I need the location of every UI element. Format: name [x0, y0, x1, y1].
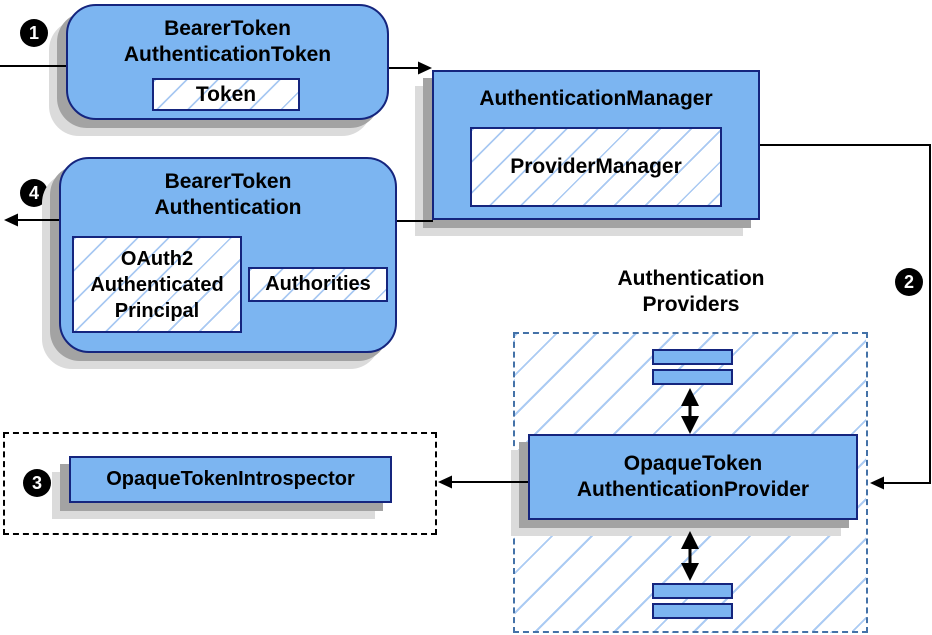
step-4-badge: 4: [20, 179, 48, 207]
authorities-inner-box: Authorities: [248, 267, 388, 302]
authentication-result-arrow: [4, 213, 59, 227]
authentication-manager-title: AuthenticationManager: [479, 87, 713, 110]
opaque-token-introspector-container: [3, 432, 437, 535]
provider-list-bar-top-2: [652, 369, 733, 385]
opaque-token-authentication-provider-title: OpaqueToken AuthenticationProvider: [530, 451, 856, 503]
oauth2-authenticated-principal-line2: Authenticated: [90, 274, 224, 296]
token-to-manager-arrow: [389, 61, 432, 75]
provider-manager-inner-box: ProviderManager: [470, 127, 722, 207]
opaque-token-introspector-node: OpaqueTokenIntrospector: [69, 456, 392, 503]
step-3-badge: 3: [23, 469, 51, 497]
bearer-token-authentication-title-line1: BearerToken: [164, 170, 292, 193]
bearer-token-authentication-token-title: BearerToken AuthenticationToken: [68, 16, 387, 68]
bearer-token-authentication-node: BearerToken Authentication OAuth2 Authen…: [59, 157, 397, 353]
step-2-badge: 2: [895, 268, 923, 296]
opaque-token-authentication-provider-title-line1: OpaqueToken: [623, 452, 763, 475]
oauth2-authenticated-principal-inner-box: OAuth2 Authenticated Principal: [72, 236, 242, 333]
authentication-providers-title-line2: Providers: [642, 293, 740, 316]
bearer-token-authentication-token-node: BearerToken AuthenticationToken Token: [66, 4, 389, 120]
oauth2-authenticated-principal-line1: OAuth2: [120, 248, 194, 270]
bearer-token-authentication-title: BearerToken Authentication: [61, 169, 395, 221]
token-inner-box: Token: [152, 78, 300, 111]
provider-list-bar-bottom-1: [652, 583, 733, 599]
bearer-token-authentication-token-title-line1: BearerToken: [164, 17, 291, 40]
bearer-token-authentication-token-title-line2: AuthenticationToken: [123, 43, 332, 66]
opaque-token-authentication-provider-title-line2: AuthenticationProvider: [576, 478, 810, 501]
provider-list-bar-top-1: [652, 349, 733, 365]
authentication-manager-node: AuthenticationManager ProviderManager: [432, 70, 760, 220]
opaque-token-introspector-title: OpaqueTokenIntrospector: [106, 468, 355, 490]
step-1-badge: 1: [20, 19, 48, 47]
authentication-providers-group-title: Authentication Providers: [571, 266, 811, 318]
opaque-token-authentication-provider-node: OpaqueToken AuthenticationProvider: [528, 434, 858, 520]
provider-list-bar-bottom-2: [652, 603, 733, 619]
bearer-token-authentication-title-line2: Authentication: [154, 196, 302, 219]
authentication-providers-title-line1: Authentication: [617, 267, 765, 290]
oauth2-authenticated-principal-line3: Principal: [114, 300, 200, 322]
